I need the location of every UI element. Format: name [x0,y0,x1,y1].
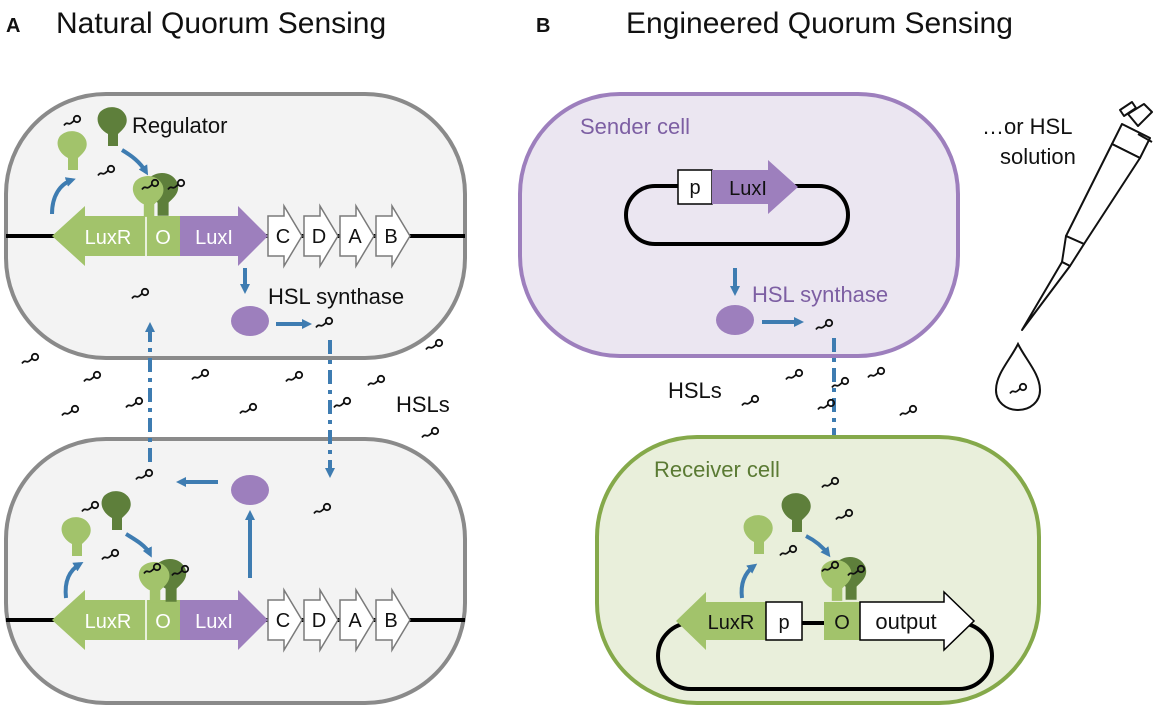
label-luxi-a-top: LuxI [195,227,233,249]
label-hsl-synthase-b: HSL synthase [752,282,888,307]
label-sender-cell: Sender cell [580,114,690,139]
hsl-extra-b-5 [899,404,918,417]
label-luxi-sender: LuxI [729,178,767,200]
hsl-extra-a-5 [191,368,210,381]
gene-d-a-bottom [303,587,339,653]
hsl-droplet [994,341,1042,412]
gene-luxr-receiver [676,592,766,650]
cell-a-bottom [4,437,467,705]
label-promoter-sender: p [689,177,700,199]
label-regulator: Regulator [132,113,227,138]
hsl-extra-b-4 [867,366,886,379]
hsl-extra-a-3 [61,404,80,417]
label-luxr-a-bottom: LuxR [85,611,132,633]
hsl-extra-a-9 [367,374,386,387]
hsl-synthase-a-top [231,306,269,336]
hsl-extra-a-11 [421,426,440,439]
hsl-extra-b-1 [785,368,804,381]
hsl-synthase-a-bottom [231,475,269,505]
hsl-extra-a-4 [125,396,144,409]
hsl-extra-a-8 [333,396,352,409]
label-output-receiver: output [875,609,936,634]
label-luxr-a-top: LuxR [85,227,132,249]
label-operator-receiver: O [834,612,850,634]
gene-luxr-a-bottom [52,590,146,650]
gene-a-a-bottom [339,587,375,653]
gene-b-a-top [375,203,411,269]
label-luxr-receiver: LuxR [708,612,755,634]
label-operator-a-top: O [155,227,171,249]
hsl-extra-a-10 [425,338,444,351]
gene-c-a-bottom [267,587,303,653]
arrow-luxr-expression-a-top [50,177,76,215]
hsl-extra-a-2 [83,370,102,383]
label-hsls-b: HSLs [668,378,722,403]
label-c-a-bottom: C [276,610,290,632]
panel-b-letter: B [536,15,550,37]
label-luxi-a-bottom: LuxI [195,611,233,633]
pipette-icon [1021,101,1153,331]
label-operator-a-bottom: O [155,611,171,633]
label-hsl-synthase-a: HSL synthase [268,284,404,309]
label-hsls-a: HSLs [396,392,450,417]
label-b-a-bottom: B [384,610,397,632]
arrow-binding-a-top [120,148,149,176]
gene-d-a-top [303,203,339,269]
hsl-extra-b-2 [741,394,760,407]
hsl-synthase-sender [716,305,754,335]
arrow-luxr-expression-a-bottom [63,561,84,599]
operator-a-top [146,216,180,256]
gene-c-a-top [267,203,303,269]
label-hsl-solution-line2: solution [1000,144,1076,169]
label-receiver-cell: Receiver cell [654,457,780,482]
promoter-receiver [765,601,803,641]
panel-a-title: Natural Quorum Sensing [56,7,386,40]
sender-cell [518,92,960,358]
operator-a-bottom [146,600,180,640]
hsl-extra-a-6 [239,402,258,415]
gene-b-a-bottom [375,587,411,653]
hsl-extra-a-7 [285,370,304,383]
label-promoter-receiver: p [778,612,789,634]
arrow-binding-receiver [805,534,831,558]
hsl-extra-a-1 [21,352,40,365]
gene-luxi-a-bottom [180,590,268,650]
label-a-a-bottom: A [348,610,362,632]
gene-output-receiver [859,590,976,652]
gene-luxr-a-top [52,206,146,266]
label-d-a-bottom: D [312,610,326,632]
arrow-luxr-expression-receiver [739,563,758,599]
gene-a-a-top [339,203,375,269]
operator-receiver [824,602,860,640]
gene-luxi-sender [712,160,798,214]
arrow-binding-a-bottom [124,532,152,558]
gene-luxi-a-top [180,206,268,266]
panel-b-title: Engineered Quorum Sensing [626,7,1013,40]
label-d-a-top: D [312,226,326,248]
hsl-extra-b-6 [817,398,836,411]
label-b-a-top: B [384,226,397,248]
label-a-a-top: A [348,226,362,248]
panel-a-letter: A [6,15,20,37]
label-c-a-top: C [276,226,290,248]
label-hsl-solution-line1: …or HSL [982,114,1072,139]
